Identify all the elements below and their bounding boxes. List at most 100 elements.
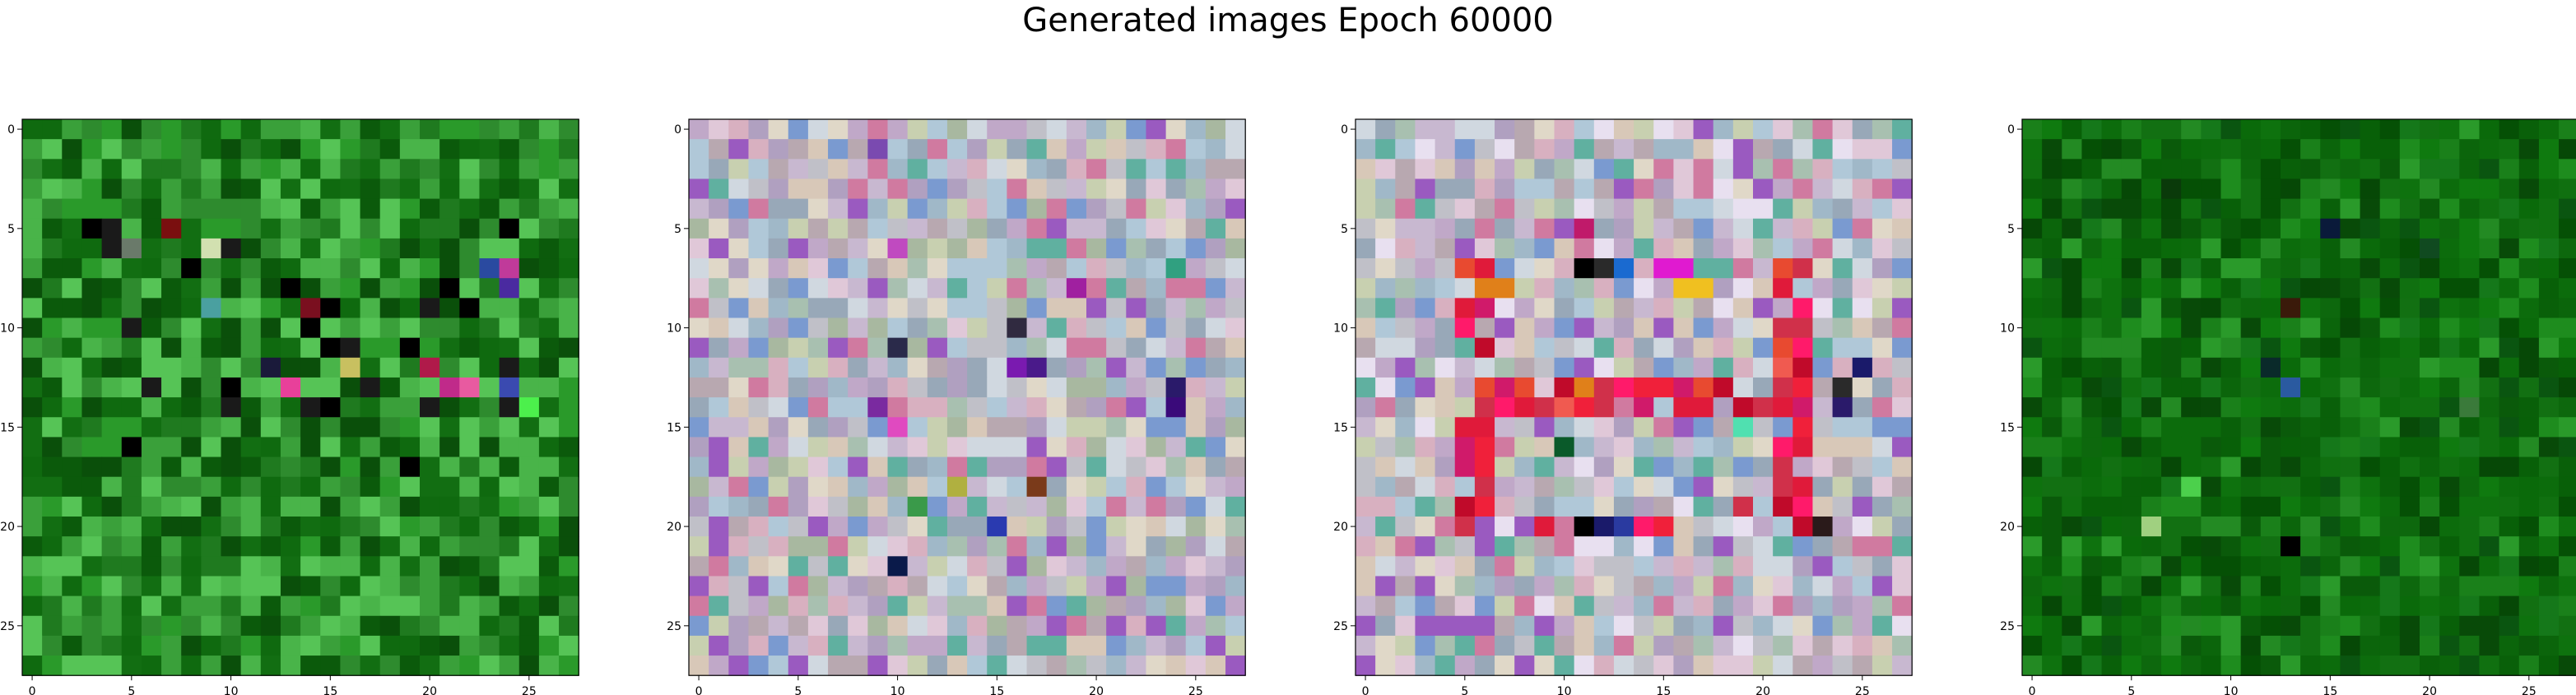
pixel [2300, 576, 2321, 597]
pixel [1713, 576, 1734, 597]
pixel [768, 139, 789, 160]
pixel [967, 536, 988, 557]
pixel [2201, 595, 2222, 617]
pixel [2121, 238, 2142, 259]
pixel [867, 159, 889, 180]
pixel [927, 119, 948, 140]
y-tick-label: 20 [667, 521, 681, 534]
pixel [320, 218, 341, 239]
pixel [439, 317, 460, 339]
pixel [807, 595, 829, 617]
pixel [2141, 337, 2162, 359]
pixel [379, 397, 401, 418]
pixel [2300, 635, 2321, 656]
pixel [2479, 317, 2500, 339]
pixel [1066, 278, 1087, 299]
pixel [1514, 337, 1535, 359]
pixel [42, 258, 63, 279]
pixel [807, 198, 829, 220]
pixel [62, 357, 83, 378]
pixel [1793, 496, 1814, 517]
pixel [2081, 317, 2103, 339]
pixel [987, 615, 1007, 637]
pixel [2141, 178, 2162, 200]
pixel [2141, 278, 2162, 299]
pixel [2201, 298, 2222, 319]
pixel [1454, 178, 1476, 200]
pixel [42, 178, 63, 200]
pixel [927, 238, 948, 259]
pixel [479, 238, 500, 259]
pixel [1434, 437, 1456, 458]
pixel [2499, 258, 2520, 279]
pixel [1355, 139, 1376, 160]
pixel [1613, 218, 1634, 239]
pixel [1732, 417, 1754, 438]
pixel [1205, 536, 1226, 557]
pixel [2399, 576, 2420, 597]
pixel [42, 456, 63, 478]
pixel [479, 397, 500, 418]
pixel [1732, 119, 1754, 140]
pixel [340, 476, 361, 498]
pixel [1653, 337, 1674, 359]
pixel [1832, 496, 1853, 517]
pixel [518, 139, 540, 160]
pixel [2518, 656, 2540, 676]
pixel [2538, 218, 2560, 239]
pixel [1106, 377, 1127, 398]
pixel [1395, 139, 1416, 160]
pixel [121, 278, 142, 299]
pixel [748, 357, 770, 378]
pixel [399, 556, 421, 577]
pixel [689, 536, 709, 557]
pixel [1395, 576, 1416, 597]
pixel [1732, 397, 1754, 418]
pixel [907, 159, 928, 180]
pixel [2121, 397, 2142, 418]
pixel [181, 178, 202, 200]
pixel [221, 556, 242, 577]
pixel [1693, 397, 1714, 418]
pixel [399, 397, 421, 418]
pixel [1126, 635, 1147, 656]
pixel [420, 298, 440, 319]
pixel [788, 517, 809, 537]
pixel [1832, 397, 1853, 418]
pixel [62, 198, 83, 220]
pixel [1165, 397, 1187, 418]
pixel [221, 496, 242, 517]
pixel [1146, 198, 1167, 220]
pixel [420, 139, 440, 160]
pixel [2399, 317, 2420, 339]
pixel [1832, 198, 1853, 220]
pixel [1653, 437, 1674, 458]
pixel [1693, 357, 1714, 378]
pixel [2240, 615, 2262, 637]
pixel [1126, 139, 1147, 160]
pixel [161, 536, 182, 557]
pixel [788, 456, 809, 478]
pixel [728, 337, 750, 359]
pixel [1593, 437, 1615, 458]
pixel [2240, 656, 2262, 676]
pixel [2240, 576, 2262, 597]
pixel [2340, 635, 2361, 656]
pixel [2559, 496, 2576, 517]
pixel [2101, 119, 2123, 140]
pixel [1793, 139, 1814, 160]
pixel [1415, 119, 1436, 140]
pixel [987, 635, 1007, 656]
pixel [1355, 198, 1376, 220]
pixel [2420, 139, 2440, 160]
pixel [320, 576, 341, 597]
pixel [221, 377, 242, 398]
pixel [2479, 417, 2500, 438]
pixel [748, 258, 770, 279]
pixel [260, 317, 281, 339]
pixel [1554, 397, 1575, 418]
pixel [1066, 556, 1087, 577]
x-tick-label: 0 [29, 685, 36, 695]
pixel [1355, 238, 1376, 259]
